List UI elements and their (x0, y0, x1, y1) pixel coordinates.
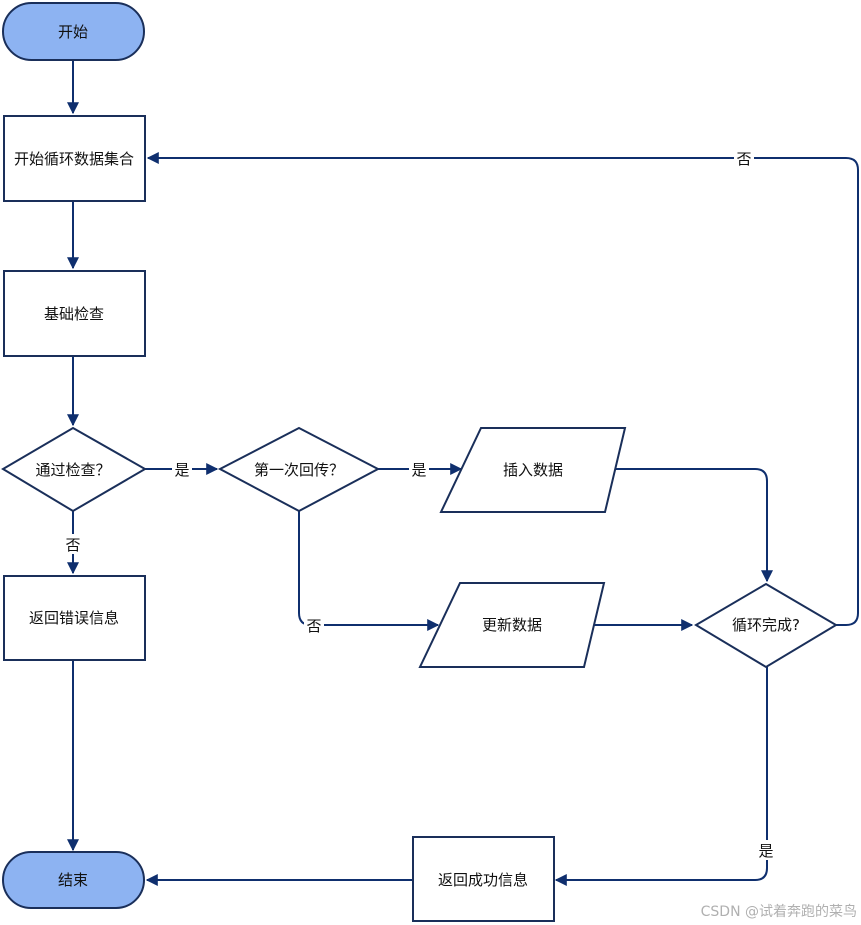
end-label: 结束 (58, 871, 88, 889)
edge-label-loop-yes: 是 (758, 842, 773, 860)
nodes: 开始 开始循环数据集合 基础检查 通过检查？ 第一次回传？ 插入数据 (1, 2, 838, 922)
return-error-box: 返回错误信息 (3, 575, 146, 661)
edge-label-first-no: 否 (306, 617, 321, 635)
loop-done-decision: 循环完成? (694, 582, 838, 669)
start-terminal: 开始 (2, 2, 145, 61)
return-success-label: 返回成功信息 (438, 871, 528, 889)
loop-start-box: 开始循环数据集合 (3, 115, 146, 202)
edge-labels: 是 否 是 否 否 是 (63, 148, 776, 860)
loop-done-label: 循环完成? (732, 616, 800, 634)
edges (67, 60, 859, 886)
loop-start-label: 开始循环数据集合 (14, 150, 134, 168)
insert-data-io: 插入数据 (439, 427, 627, 513)
return-success-box: 返回成功信息 (412, 836, 555, 922)
edge-label-check-yes: 是 (174, 461, 189, 479)
edge-label-first-yes: 是 (411, 461, 426, 479)
first-callback-decision: 第一次回传？ (217, 426, 381, 513)
end-terminal: 结束 (2, 851, 145, 909)
first-callback-label: 第一次回传？ (254, 461, 344, 479)
update-data-io: 更新数据 (418, 582, 606, 668)
edge-loopdone-yes (554, 667, 768, 886)
start-label: 开始 (58, 23, 88, 41)
return-error-label: 返回错误信息 (29, 609, 119, 627)
insert-data-label: 插入数据 (503, 461, 563, 479)
check-passed-decision: 通过检查？ (1, 426, 148, 513)
edge-loopdone-no (146, 152, 859, 626)
edge-first-no (298, 511, 440, 631)
watermark: CSDN @试着奔跑的菜鸟 (701, 904, 857, 920)
edge-label-check-no: 否 (65, 536, 80, 554)
check-passed-label: 通过检查？ (35, 461, 110, 479)
basic-check-box: 基础检查 (3, 270, 146, 357)
edge-label-loop-no: 否 (736, 150, 751, 168)
update-data-label: 更新数据 (482, 616, 542, 634)
edge-insert-to-loopdone (605, 468, 773, 583)
basic-check-label: 基础检查 (44, 305, 104, 323)
